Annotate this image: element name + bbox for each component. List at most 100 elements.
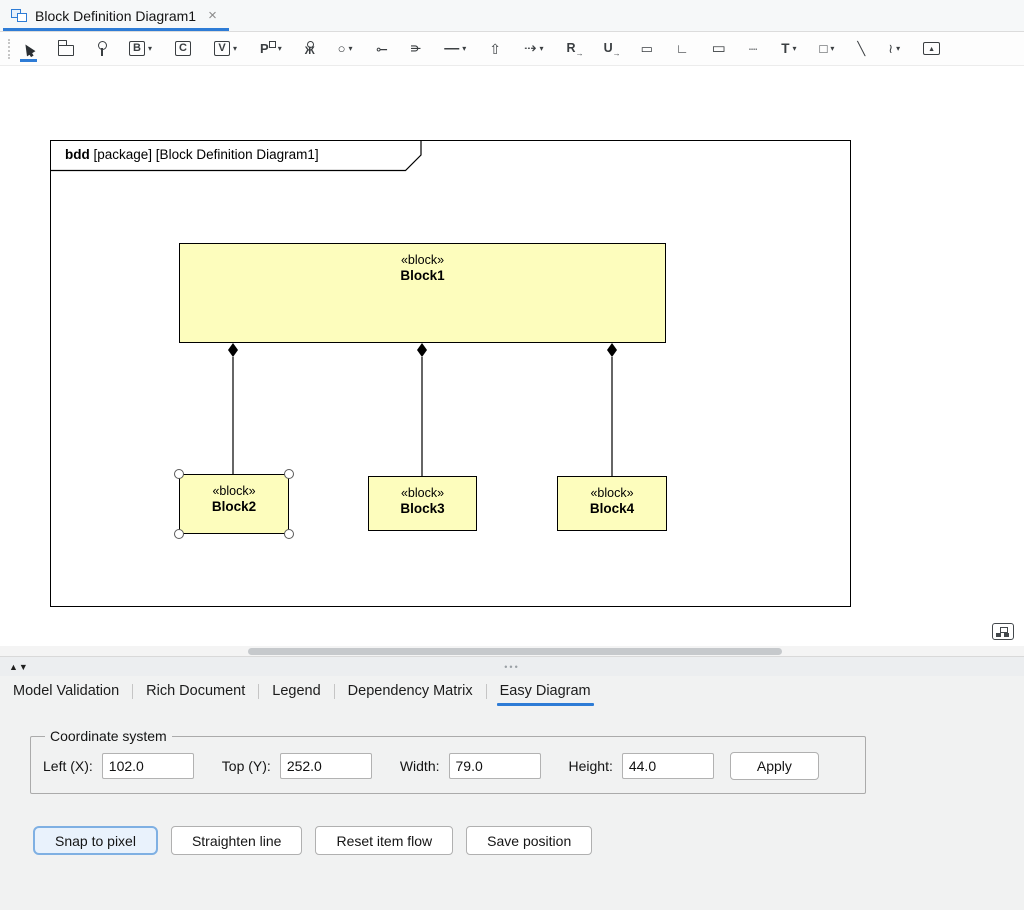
composition-connectors <box>51 141 852 607</box>
coordinate-system-title: Coordinate system <box>45 728 172 744</box>
apply-button[interactable]: Apply <box>730 752 819 780</box>
note-icon: ▭ <box>641 42 653 55</box>
block-letter-icon: B <box>129 41 145 56</box>
block-block3[interactable]: «block»Block3 <box>368 476 477 531</box>
corner-icon: ∟ <box>676 42 689 55</box>
block-block2[interactable]: «block»Block2 <box>179 474 289 534</box>
actor-icon: Ж <box>305 46 315 57</box>
port-tool[interactable] <box>95 36 108 62</box>
left-x-input[interactable] <box>102 753 194 779</box>
tab-separator <box>258 684 259 699</box>
note-tool[interactable]: ▭ <box>639 37 655 60</box>
diagram-overview-icon[interactable] <box>992 623 1014 640</box>
dropdown-arrow-icon[interactable]: ▾ <box>896 44 900 53</box>
dropdown-arrow-icon[interactable]: ▾ <box>540 44 544 53</box>
diagram-tab[interactable]: Block Definition Diagram1 × <box>3 0 229 31</box>
dotted-line-tool[interactable]: ┈ <box>747 37 760 61</box>
save-position-button[interactable]: Save position <box>466 826 592 855</box>
association-tool[interactable]: —▾ <box>442 36 468 61</box>
tab-separator <box>132 684 133 699</box>
left-x-field: Left (X): <box>43 753 194 779</box>
panel-tab-rich-document[interactable]: Rich Document <box>143 683 248 706</box>
action-buttons-row: Snap to pixel Straighten line Reset item f… <box>33 826 1024 855</box>
top-y-input[interactable] <box>280 753 372 779</box>
scrollbar-thumb[interactable] <box>248 648 782 655</box>
fork-tool[interactable]: ⋔ <box>408 37 423 60</box>
square-icon: □ <box>820 42 828 55</box>
splitter-grip-icon: ••• <box>504 662 519 672</box>
cursor-icon <box>22 41 35 57</box>
diagonal-line-tool[interactable]: ╲ <box>855 37 867 60</box>
straighten-line-button[interactable]: Straighten line <box>171 826 303 855</box>
block-name: Block4 <box>558 501 666 516</box>
selection-handle[interactable] <box>174 469 184 479</box>
block-tool[interactable]: B▾ <box>127 36 154 61</box>
tab-separator <box>486 684 487 699</box>
horizontal-scrollbar[interactable] <box>0 646 1024 656</box>
dropdown-arrow-icon[interactable]: ▾ <box>148 44 152 53</box>
block-block1[interactable]: «block»Block1 <box>179 243 666 343</box>
usage-tool[interactable]: U <box>602 37 620 60</box>
image-icon: ▲ <box>923 42 940 55</box>
rectangle-tool[interactable]: ▭ <box>710 36 728 61</box>
dashed-arrow-icon: ⇢ <box>524 41 537 56</box>
actor-tool[interactable]: Ж <box>303 36 317 62</box>
panel-tab-legend[interactable]: Legend <box>269 683 323 706</box>
toolbar-drag-handle[interactable] <box>8 39 10 59</box>
dropdown-arrow-icon[interactable]: ▾ <box>278 44 282 53</box>
value-type-tool[interactable]: V▾ <box>212 36 239 61</box>
tab-close-icon[interactable]: × <box>208 7 217 24</box>
text-icon: T <box>781 42 789 56</box>
shape-tool[interactable]: □▾ <box>818 37 837 60</box>
dropdown-arrow-icon[interactable]: ▾ <box>793 44 797 53</box>
bottom-panel: Model Validation Rich Document Legend Depen… <box>0 676 1024 910</box>
use-case-tool[interactable]: ○▾ <box>336 37 355 60</box>
block-block4[interactable]: «block»Block4 <box>557 476 667 531</box>
height-input[interactable] <box>622 753 714 779</box>
selection-handle[interactable] <box>284 529 294 539</box>
image-tool[interactable]: ▲ <box>921 37 942 60</box>
diagram-canvas[interactable]: bdd [package] [Block Definition Diagram1… <box>0 66 1024 646</box>
fork-icon: ⋔ <box>409 43 422 54</box>
panel-tab-dependency-matrix[interactable]: Dependency Matrix <box>345 683 476 706</box>
editor-tab-bar: Block Definition Diagram1 × <box>0 0 1024 32</box>
block-name: Block1 <box>180 268 665 283</box>
curve-tool[interactable]: ≀▾ <box>886 37 902 60</box>
snap-to-pixel-button[interactable]: Snap to pixel <box>33 826 158 855</box>
panel-splitter[interactable]: ▲▼ ••• <box>0 656 1024 676</box>
dropdown-arrow-icon[interactable]: ▾ <box>462 44 466 53</box>
package-icon <box>58 45 74 56</box>
block-name: Block3 <box>369 501 476 516</box>
selection-handle[interactable] <box>284 469 294 479</box>
part-property-tool[interactable]: P▾ <box>258 37 284 60</box>
top-y-field: Top (Y): <box>222 753 372 779</box>
tab-separator <box>334 684 335 699</box>
hollow-arrow-icon: ⇧ <box>489 42 501 56</box>
block-stereotype: «block» <box>180 253 665 267</box>
part-letter-icon: P <box>260 42 269 55</box>
realization-tool[interactable]: R <box>565 37 583 60</box>
dropdown-arrow-icon[interactable]: ▾ <box>233 44 237 53</box>
panel-tab-bar: Model Validation Rich Document Legend Depen… <box>0 676 1024 706</box>
interface-tool[interactable]: ⊸ <box>374 37 390 61</box>
text-tool[interactable]: T▾ <box>779 37 798 61</box>
panel-tab-model-validation[interactable]: Model Validation <box>10 683 122 706</box>
constraint-letter-icon: C <box>175 41 191 56</box>
block-stereotype: «block» <box>180 484 288 498</box>
top-y-label: Top (Y): <box>222 758 271 774</box>
width-input[interactable] <box>449 753 541 779</box>
constraint-block-tool[interactable]: C <box>173 36 193 61</box>
block-stereotype: «block» <box>558 486 666 500</box>
dropdown-arrow-icon[interactable]: ▾ <box>349 44 353 53</box>
dependency-tool[interactable]: ⇢▾ <box>522 36 546 61</box>
dropdown-arrow-icon[interactable]: ▾ <box>830 44 834 53</box>
containment-tool[interactable]: ∟ <box>674 37 691 60</box>
selection-tool[interactable] <box>20 36 37 62</box>
panel-collapse-icon[interactable]: ▲▼ <box>9 662 29 672</box>
selection-handle[interactable] <box>174 529 184 539</box>
reset-item-flow-button[interactable]: Reset item flow <box>315 826 453 855</box>
panel-tab-easy-diagram[interactable]: Easy Diagram <box>497 683 594 706</box>
package-tool[interactable] <box>56 36 76 61</box>
generalization-tool[interactable]: ⇧ <box>487 37 503 61</box>
